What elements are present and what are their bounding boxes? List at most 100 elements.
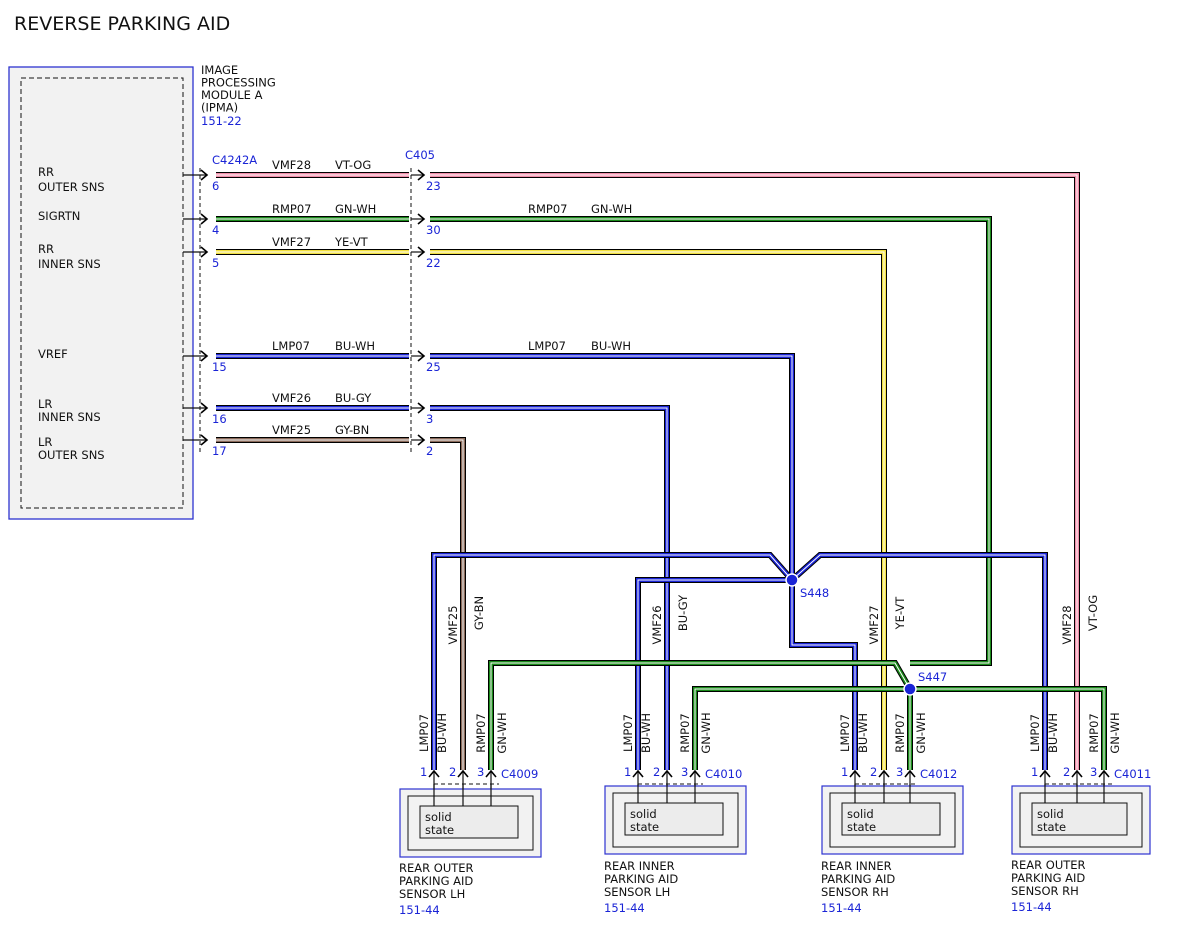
circuit-label: RMP07: [528, 202, 567, 216]
sensor-name-line: PARKING AID: [1011, 871, 1085, 885]
bus-lmp07-inner-rh-stripe: [791, 580, 856, 770]
module-pin-label: LR: [38, 397, 52, 411]
sensor-connector-label: C4009: [501, 767, 538, 781]
shapes-layer: [8, 66, 1151, 858]
sensor-solid-state-box: [1031, 802, 1128, 836]
wire-route-stripe: [430, 439, 464, 770]
bus-rmp07-inner-lh-outline: [692, 686, 910, 770]
sensor-body-text: state: [630, 820, 659, 834]
sensor-pin-number: 2: [653, 765, 660, 779]
pin-number-module: 15: [212, 360, 227, 374]
sensor-name-line: REAR INNER: [604, 859, 675, 873]
module-pin-label: VREF: [38, 347, 68, 361]
circuit-label: VMF26: [272, 391, 311, 405]
splice-label: S448: [800, 586, 829, 600]
splice-label: S447: [918, 670, 947, 684]
wire-route: [430, 250, 886, 770]
module-pin-label: RR: [38, 242, 54, 256]
sensor-ref: 151-44: [821, 901, 862, 915]
circuit-label: RMP07: [272, 202, 311, 216]
pin-wire-color-label: BU-WH: [856, 713, 870, 753]
pin-wire-circuit-label: RMP07: [1087, 713, 1101, 752]
sensor-pin-number: 1: [1031, 765, 1038, 779]
vertical-circuit-label: VMF28: [1060, 605, 1074, 644]
sensor-pin-arrow: [878, 769, 890, 778]
pin-wire-circuit-label: LMP07: [621, 714, 635, 752]
pin-number-module: 5: [212, 256, 219, 270]
sensor-name-line: REAR OUTER: [399, 861, 474, 875]
bus-rmp07-inner-lh-stripe: [694, 688, 910, 770]
sensor-pin-arrow: [457, 769, 469, 778]
sensor-pin-arrow: [632, 769, 644, 778]
pin-wire-color-label: BU-WH: [639, 713, 653, 753]
sensor-body-text: solid: [1037, 807, 1064, 821]
sensor-name-line: SENSOR LH: [604, 885, 670, 899]
color-code-label: GY-BN: [335, 423, 369, 437]
wire-route-stripe: [430, 251, 885, 770]
labels-layer: REVERSE PARKING AIDIMAGEPROCESSINGMODULE…: [14, 13, 1151, 917]
pin-wire-circuit-label: LMP07: [1028, 714, 1042, 752]
vertical-circuit-label: VMF26: [650, 605, 664, 644]
sensor-pin-number: 1: [841, 765, 848, 779]
page-title: REVERSE PARKING AID: [14, 13, 230, 35]
sensor-body-text: solid: [425, 810, 452, 824]
wire-route-stripe: [430, 407, 668, 770]
wire-route-stripe: [430, 355, 793, 580]
sensor-name-line: REAR INNER: [821, 859, 892, 873]
sensor-solid-state-box: [624, 802, 724, 836]
pin-wire-circuit-label: LMP07: [417, 714, 431, 752]
wire-route-stripe: [430, 174, 1078, 770]
wire-route: [430, 354, 794, 580]
pin-arrow: [200, 169, 209, 181]
module-pin-label: SIGRTN: [38, 209, 80, 223]
wire-route-outline: [430, 353, 795, 580]
sensor-name-line: PARKING AID: [604, 872, 678, 886]
splice-s448: [785, 573, 799, 587]
sensor-pin-number: 1: [420, 765, 427, 779]
sensor-connector-label: C4010: [705, 767, 742, 781]
pin-number-c405: 23: [426, 179, 441, 193]
color-code-label: BU-WH: [335, 339, 375, 353]
module-name-line: MODULE A: [201, 88, 263, 102]
connector-c4242a-label: C4242A: [212, 153, 257, 167]
pin-number-c405: 30: [426, 223, 441, 237]
sensor-ref: 151-44: [399, 903, 440, 917]
sensor-pin-number: 3: [1090, 765, 1097, 779]
pin-arrow: [417, 169, 426, 181]
pin-wire-color-label: GN-WH: [1108, 712, 1122, 753]
color-code-label: VT-OG: [335, 158, 371, 172]
module-pin-label: OUTER SNS: [38, 448, 105, 462]
sensor-name-line: SENSOR LH: [399, 887, 465, 901]
sensor-pin-number: 2: [449, 765, 456, 779]
vertical-color-label: BU-GY: [676, 594, 690, 631]
sensor-pin-arrow: [1071, 769, 1083, 778]
pin-arrow: [417, 213, 426, 225]
pin-wire-color-label: GN-WH: [699, 712, 713, 753]
circuit-label: LMP07: [528, 339, 566, 353]
pin-wire-color-label: BU-WH: [1046, 713, 1060, 753]
sensor-solid-state-box: [419, 805, 519, 839]
bus-lmp07-left-stripe: [433, 554, 793, 770]
pin-arrow: [200, 434, 209, 446]
wire-route-outline: [430, 172, 1080, 770]
splice-s447: [903, 682, 917, 696]
sensor-ref: 151-44: [604, 901, 645, 915]
module-pin-label: OUTER SNS: [38, 180, 105, 194]
color-code-label: YE-VT: [334, 235, 369, 249]
wire-route: [430, 217, 991, 665]
sensor-ref: 151-44: [1011, 900, 1052, 914]
sensor-solid-state-box: [841, 802, 941, 836]
pin-number-c405: 3: [426, 412, 433, 426]
module-box: [8, 66, 194, 520]
module-pin-label: INNER SNS: [38, 410, 101, 424]
sensor-pin-arrow: [689, 769, 701, 778]
pin-wire-color-label: GN-WH: [495, 712, 509, 753]
vertical-circuit-label: VMF27: [867, 605, 881, 644]
sensor-body-text: state: [847, 820, 876, 834]
sensor-pin-arrow: [849, 769, 861, 778]
sensor-name-line: SENSOR RH: [821, 885, 889, 899]
pin-wire-color-label: GN-WH: [914, 712, 928, 753]
color-code-label: BU-WH: [591, 339, 631, 353]
module-ref: 151-22: [201, 114, 242, 128]
sensor-pin-arrow: [1039, 769, 1051, 778]
